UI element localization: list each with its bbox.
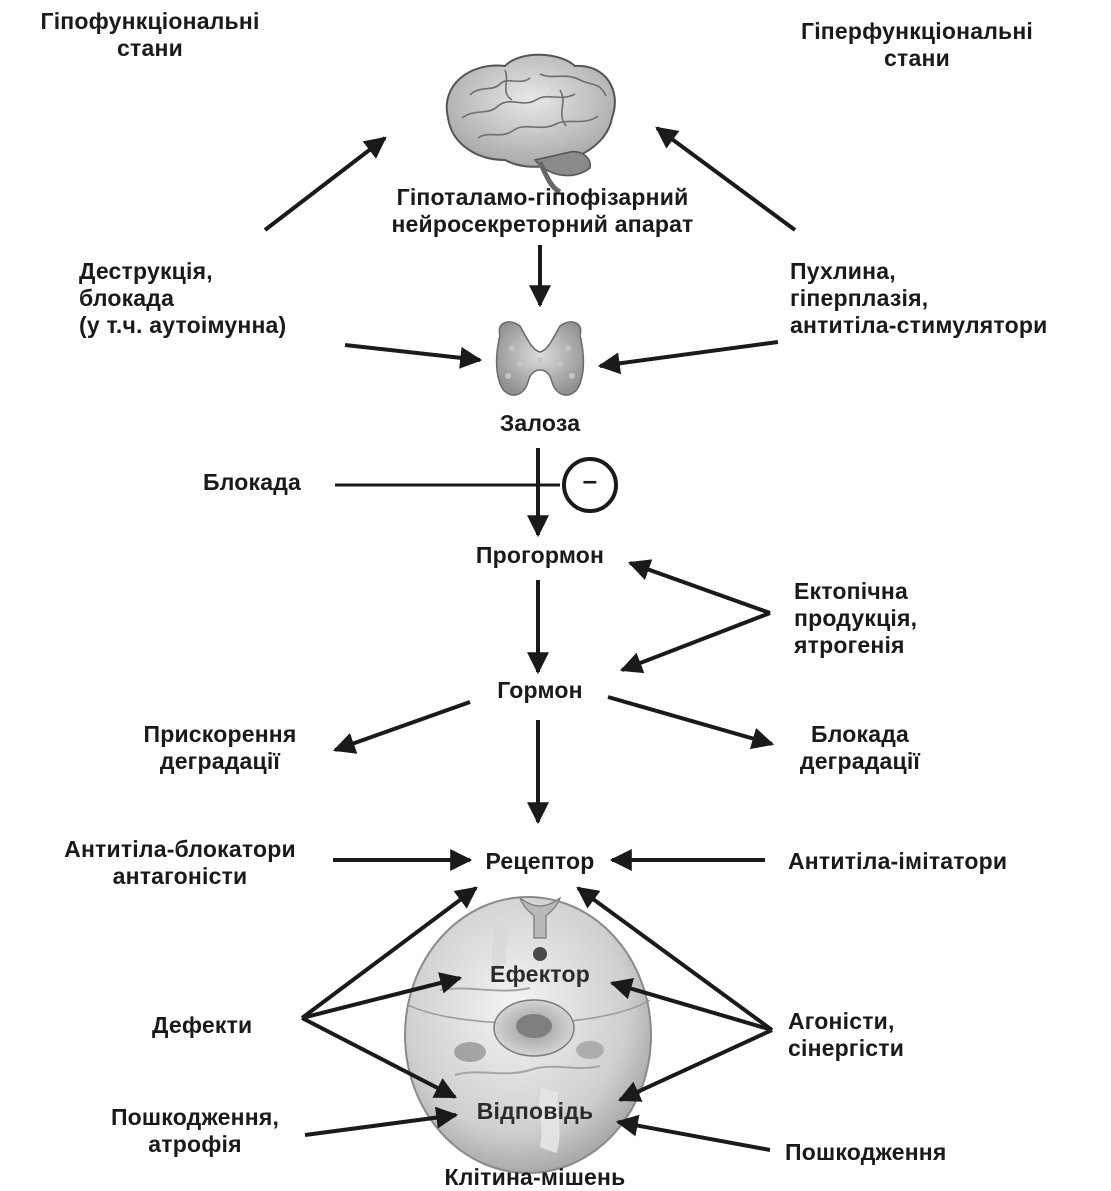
ab-imitators-label: Антитіла-імітатори	[788, 848, 1007, 875]
target-cell-label: Клітина-мішень	[415, 1164, 655, 1191]
arrow-hormone-to-accel	[335, 702, 470, 750]
agonists-label: Агоністи,сінергісти	[788, 1008, 904, 1062]
defects-label: Дефекти	[152, 1012, 252, 1039]
arrow-destruction-to-gland	[345, 345, 480, 360]
arrow-ectopic-to-prohormone	[630, 563, 770, 613]
arrow-ectopic-to-hormone	[622, 613, 770, 670]
arrow-damage-to-response	[618, 1122, 770, 1150]
receptor-label: Рецептор	[460, 848, 620, 875]
response-label: Відповідь	[455, 1098, 615, 1125]
blockade-label: Блокада	[203, 469, 301, 496]
effector-label: Ефектор	[465, 961, 615, 988]
arrow-damage-atrophy-to-response	[305, 1115, 456, 1135]
hormone-label: Гормон	[460, 677, 620, 704]
arrow-tumor-to-gland	[600, 342, 778, 366]
arrow-hormone-to-block-degr	[608, 697, 772, 744]
gland-label: Залоза	[470, 410, 610, 437]
destruction-label: Деструкція,блокада(у т.ч. аутоімунна)	[79, 258, 286, 339]
prohormone-label: Прогормон	[440, 542, 640, 569]
damage-label: Пошкодження	[785, 1139, 947, 1166]
tumor-label: Пухлина,гіперплазія,антитіла-стимулятори	[790, 258, 1047, 339]
gland-illustration	[497, 322, 584, 395]
target-cell-illustration	[405, 897, 651, 1173]
damage-atrophy-label: Пошкодження,атрофія	[80, 1104, 310, 1158]
brain-illustration	[447, 55, 615, 192]
minus-sign: –	[570, 467, 610, 494]
